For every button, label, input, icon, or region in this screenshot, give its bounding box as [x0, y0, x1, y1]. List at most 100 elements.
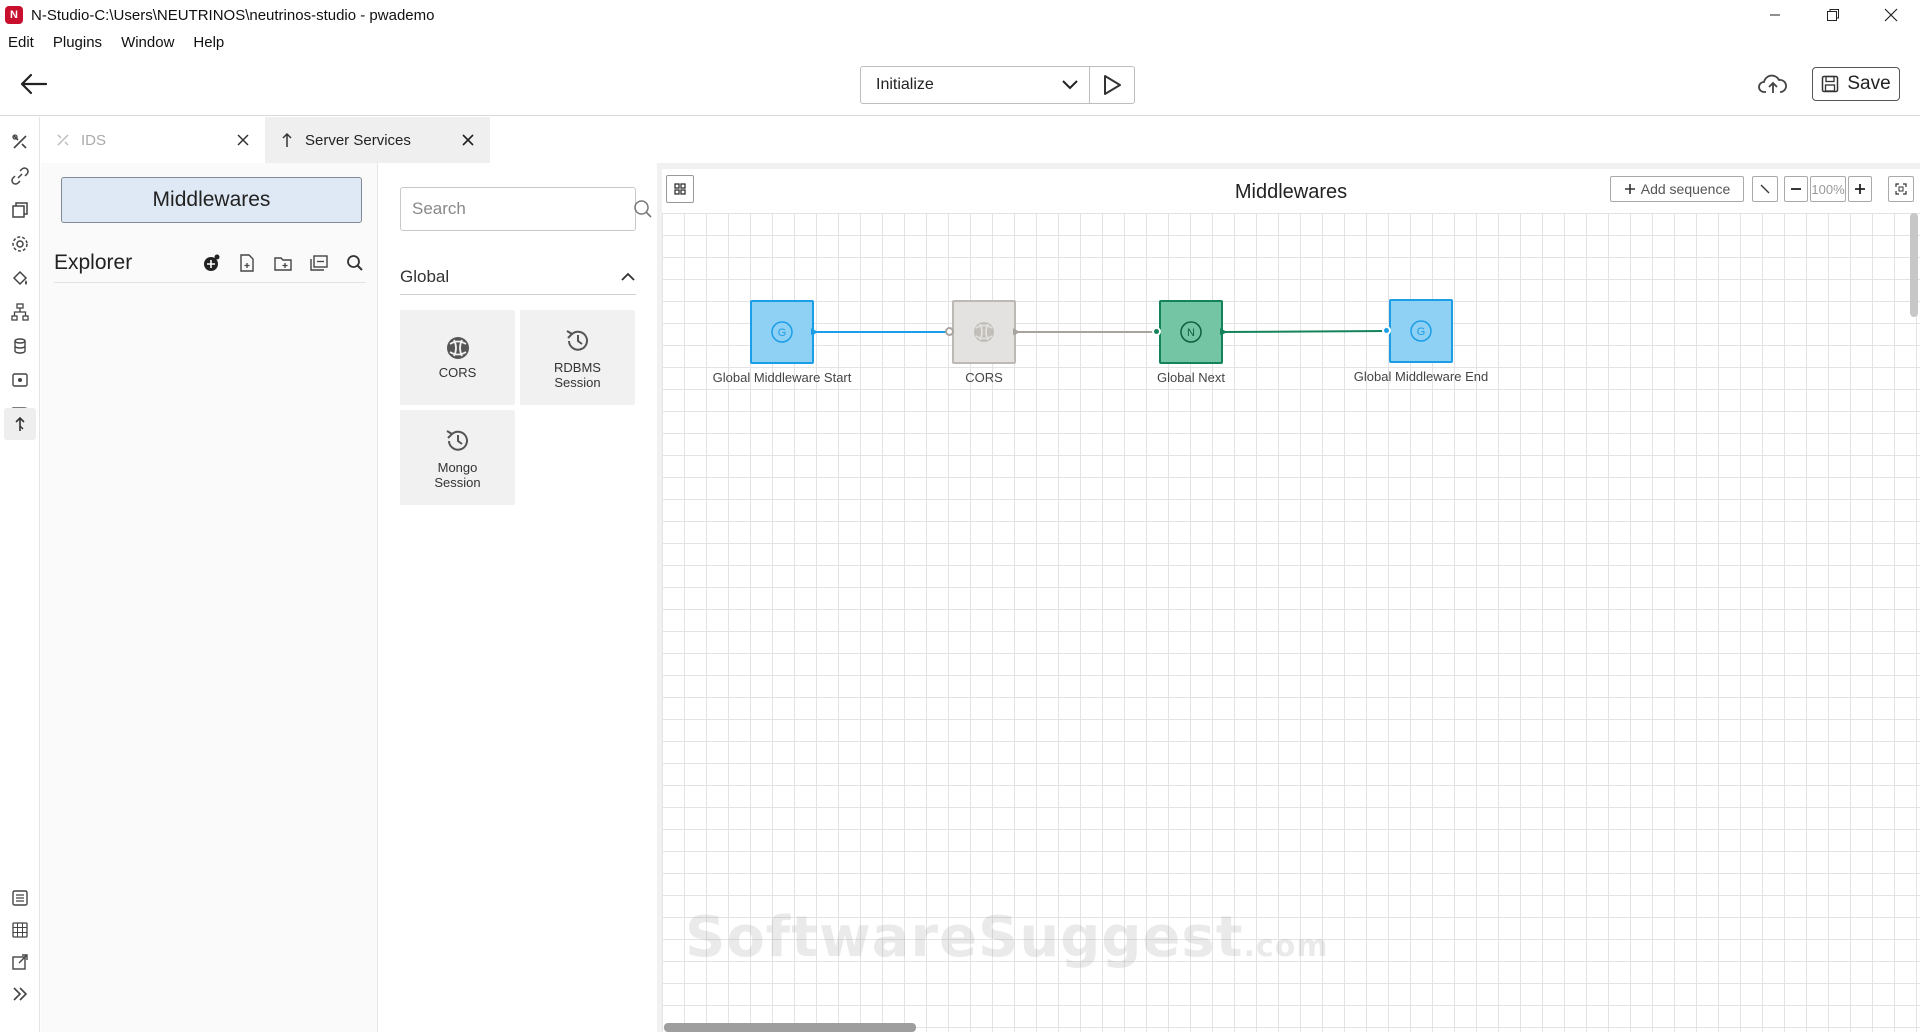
middlewares-button[interactable]: Middlewares [61, 177, 362, 223]
minimize-button[interactable] [1746, 0, 1804, 30]
node-label: Global Middleware End [1353, 369, 1489, 384]
activity-structure-button[interactable] [4, 296, 36, 328]
new-file-button[interactable] [236, 252, 258, 274]
palette-search-input[interactable] [401, 199, 633, 219]
history-icon [565, 329, 588, 351]
node-label: CORS [965, 370, 1003, 385]
server-services-icon [15, 416, 25, 431]
activity-server-services-button[interactable] [4, 408, 36, 440]
tab-ids-close-button[interactable] [233, 130, 253, 150]
cloud-upload-button[interactable] [1756, 69, 1790, 99]
app-logo-icon: N [5, 6, 23, 24]
add-sequence-button[interactable]: Add sequence [1610, 176, 1744, 202]
media-icon [12, 373, 28, 387]
restore-icon [1827, 9, 1839, 21]
server-services-icon [279, 132, 295, 148]
node-global-next[interactable]: N [1159, 300, 1223, 364]
explorer-header: Explorer [54, 243, 366, 283]
node-label: Global Middleware Start [712, 370, 852, 385]
tab-server-services[interactable]: Server Services [265, 117, 490, 163]
activity-external-button[interactable] [4, 946, 36, 978]
cors-icon [446, 337, 469, 359]
chevron-up-icon [621, 272, 635, 281]
activity-theme-button[interactable] [4, 262, 36, 294]
output-port[interactable] [810, 327, 819, 336]
lifecycle-select[interactable]: Initialize [860, 66, 1135, 104]
close-icon [462, 134, 474, 146]
node-label: Global Next [1157, 370, 1225, 385]
overview-button[interactable] [666, 175, 694, 203]
menu-edit[interactable]: Edit [8, 33, 34, 51]
lifecycle-dropdown-toggle[interactable] [1050, 67, 1090, 103]
floppy-disk-icon [1822, 75, 1839, 93]
new-file-icon [240, 253, 254, 272]
window-title: N-Studio-C:\Users\NEUTRINOS\neutrinos-st… [31, 6, 435, 24]
cors-icon [974, 322, 994, 342]
cloud-upload-icon [1758, 74, 1787, 93]
add-service-icon [204, 254, 220, 271]
hierarchy-icon [11, 303, 29, 321]
input-port[interactable] [1382, 326, 1391, 335]
palette-item-rdbms-session[interactable]: RDBMS Session [520, 310, 635, 405]
tab-ids[interactable]: IDS [41, 117, 265, 163]
database-icon [14, 338, 26, 354]
explorer-panel: Middlewares Explorer [41, 163, 378, 1032]
new-folder-button[interactable] [272, 252, 294, 274]
menu-help[interactable]: Help [193, 33, 225, 51]
close-window-button[interactable] [1862, 0, 1920, 30]
palette-item-mongo-session[interactable]: Mongo Session [400, 410, 515, 505]
activity-logs-button[interactable] [4, 882, 36, 914]
activity-expand-button[interactable] [4, 978, 36, 1010]
save-button[interactable]: Save [1812, 67, 1900, 101]
zoom-out-button[interactable] [1784, 176, 1808, 202]
tab-server-services-label: Server Services [305, 131, 411, 149]
collapse-all-button[interactable] [308, 252, 330, 274]
add-service-button[interactable] [200, 252, 222, 274]
output-port[interactable] [1219, 327, 1228, 336]
menu-plugins[interactable]: Plugins [52, 33, 103, 51]
minimize-icon [1770, 14, 1780, 16]
output-port[interactable] [1012, 327, 1021, 336]
input-port[interactable] [945, 327, 954, 336]
zoom-level: 100% [1810, 176, 1846, 202]
close-icon [1884, 8, 1898, 22]
explorer-search-button[interactable] [344, 252, 366, 274]
vertical-scrollbar[interactable] [1910, 213, 1918, 317]
fit-to-screen-button[interactable] [1888, 176, 1914, 202]
activity-database-button[interactable] [4, 330, 36, 362]
close-icon [237, 134, 249, 146]
palette-item-cors[interactable]: CORS [400, 310, 515, 405]
collapse-all-icon [310, 254, 328, 271]
save-button-label: Save [1847, 73, 1891, 94]
tab-server-services-close-button[interactable] [458, 130, 478, 150]
run-button[interactable] [1090, 67, 1134, 103]
restore-button[interactable] [1804, 0, 1862, 30]
activity-link-button[interactable] [4, 160, 36, 192]
input-port[interactable] [1152, 327, 1161, 336]
tab-ids-label: IDS [81, 131, 107, 149]
activity-settings-button[interactable] [4, 228, 36, 260]
explorer-toolbar [200, 252, 366, 274]
canvas-grid[interactable]: G Global Middleware Start CORS N Global … [662, 213, 1920, 1032]
add-sequence-label: Add sequence [1640, 181, 1731, 197]
palette-group-global[interactable]: Global [400, 259, 636, 295]
palette-item-label: Mongo Session [434, 459, 481, 490]
node-cors[interactable] [952, 300, 1016, 364]
activity-grid-button[interactable] [4, 914, 36, 946]
activity-tools-button[interactable] [4, 126, 36, 158]
back-button[interactable] [18, 68, 50, 100]
search-icon [347, 254, 363, 271]
horizontal-scrollbar[interactable] [664, 1023, 916, 1032]
fit-diagonal-button[interactable] [1752, 176, 1778, 202]
node-global-middleware-start[interactable]: G [750, 300, 814, 364]
activity-pages-button[interactable] [4, 194, 36, 226]
palette-item-label: RDBMS Session [554, 359, 601, 390]
arrow-left-icon [20, 73, 48, 95]
activity-media-button[interactable] [4, 364, 36, 396]
chevron-down-icon [1061, 80, 1078, 90]
pages-icon [12, 202, 28, 218]
zoom-in-button[interactable] [1848, 176, 1872, 202]
node-global-middleware-end[interactable]: G [1389, 299, 1453, 363]
next-node-icon: N [1180, 321, 1202, 343]
menu-window[interactable]: Window [121, 33, 175, 51]
